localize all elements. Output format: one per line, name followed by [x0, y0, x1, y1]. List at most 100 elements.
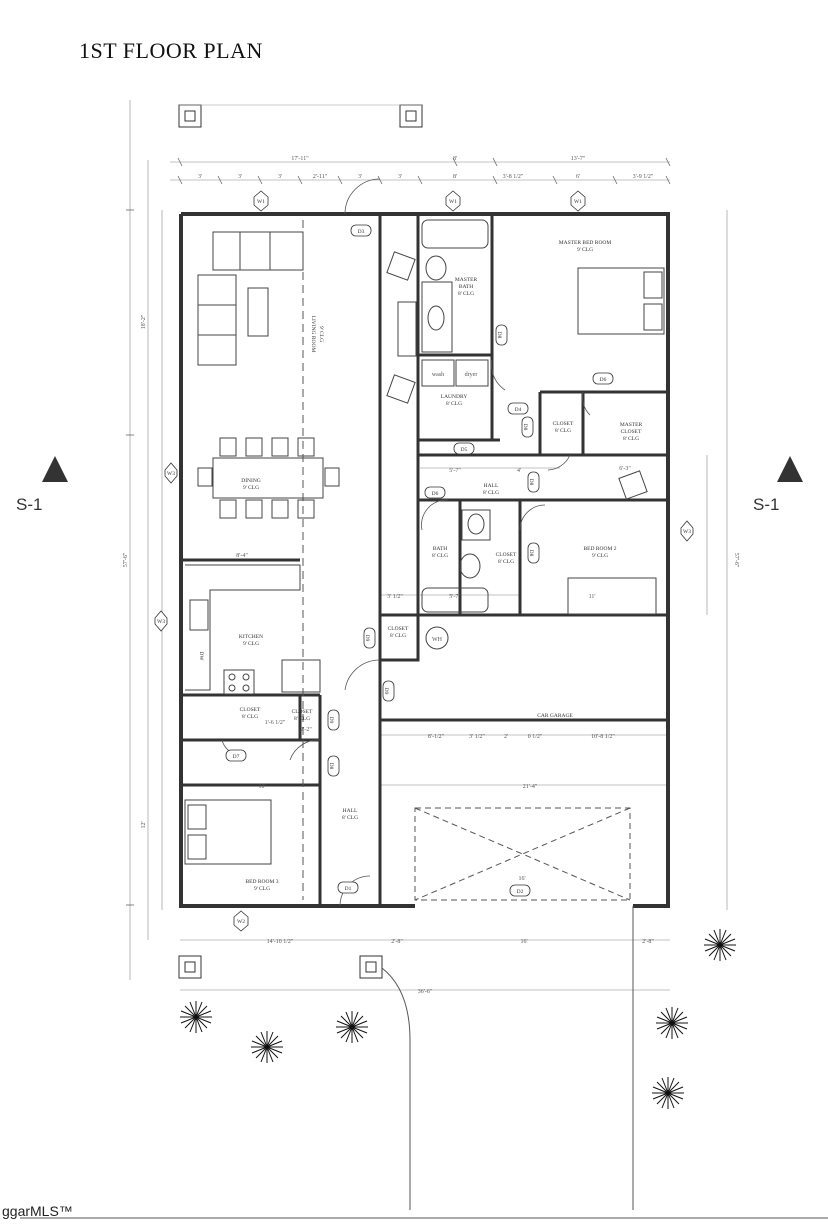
dim-hall-w-2: 4'	[517, 468, 521, 474]
tree-icons	[180, 929, 736, 1109]
dim-garage-2: 3' 1/2"	[469, 734, 485, 740]
tag-d8-d: D8	[528, 550, 534, 557]
exterior-walls	[179, 212, 670, 908]
section-arrow-left-icon	[42, 456, 68, 482]
dim-small-3: 2'-2"	[300, 727, 312, 733]
section-marker-left: S-1	[16, 495, 43, 514]
garage-label: CAR GARAGE	[537, 713, 573, 719]
bath-ceiling: 8' CLG	[432, 553, 448, 559]
tag-d9-c: D9	[328, 717, 334, 724]
dim-top-seg-2: 3'	[238, 174, 242, 180]
door-swings	[221, 178, 591, 907]
master-bath-label-2: BATH	[459, 284, 473, 290]
master-closet-label-2: CLOSET	[621, 429, 642, 435]
kitchen-counters	[185, 564, 321, 695]
dim-garage-4: 0 1/2"	[528, 734, 543, 740]
dimension-lines	[129, 100, 728, 991]
tag-d8-a: D8	[496, 332, 502, 339]
dim-bottom-1: 14'-10 1/2"	[267, 939, 294, 945]
hall-b-label: HALL	[343, 808, 358, 814]
dim-garage-5: 10'-8 1/2"	[591, 734, 615, 740]
master-bath-ceiling: 8' CLG	[458, 291, 474, 297]
dim-bottom-4: 2'-8"	[642, 939, 654, 945]
kitchen-label: KITCHEN	[239, 634, 263, 640]
closet-c-ceiling: 8' CLG	[390, 633, 406, 639]
tag-d1: D1	[345, 886, 352, 892]
section-marker-right: S-1	[753, 495, 780, 514]
dim-left-2: 57'-6"	[123, 552, 129, 567]
tag-w3-b: W3	[157, 619, 165, 625]
tag-w1-a: W1	[257, 199, 265, 205]
dim-top-seg-9: 6'	[576, 174, 580, 180]
dim-bed2-w: 11'	[589, 594, 596, 600]
tag-w3-c: W3	[683, 529, 691, 535]
dim-bottom-total: 36'-6"	[418, 989, 433, 995]
dim-small-2: 1'-6 1/2"	[265, 720, 286, 726]
driveway	[20, 906, 828, 1219]
tag-w3-a: W3	[167, 471, 175, 477]
bed-room-3-bed	[184, 799, 272, 865]
section-arrow-right-icon	[777, 456, 803, 482]
laundry-ceiling: 8' CLG	[446, 401, 462, 407]
hall-a-ceiling: 8' CLG	[483, 490, 499, 496]
dryer-label: dryer	[465, 372, 478, 378]
closet-c-label: CLOSET	[388, 626, 409, 632]
porch-posts	[178, 104, 423, 979]
dim-bed3-w: 10'	[258, 784, 265, 790]
living-room-ceiling: 9' CLG	[318, 326, 324, 342]
dim-right-1: 57'-6"	[733, 553, 739, 568]
closet-b-ceiling: 8' CLG	[498, 559, 514, 565]
master-bed-ceiling: 9' CLG	[577, 247, 593, 253]
tag-d3: D3	[358, 229, 365, 235]
closet-a-label: CLOSET	[553, 421, 574, 427]
dim-bottom-3: 16'	[520, 939, 527, 945]
master-bed	[386, 251, 665, 404]
hall-a-label: HALL	[484, 483, 499, 489]
closet-d-label: CLOSET	[240, 707, 261, 713]
dim-hall-w-3: 6'-3"	[619, 466, 631, 472]
dim-garage-1: 8'-1/2"	[428, 734, 445, 740]
interior-walls	[181, 214, 668, 906]
laundry-label: LAUNDRY	[441, 394, 468, 400]
water-heater-label: WH	[432, 637, 443, 643]
bed-room-3-label: BED ROOM 3	[245, 879, 278, 885]
dim-garage-3: 2'	[504, 734, 508, 740]
tag-d8-c: D8	[528, 479, 534, 486]
dimension-ticks	[126, 157, 671, 906]
garage-door	[414, 807, 631, 901]
closet-e-ceiling: 8' CLG	[294, 716, 310, 722]
bed-room-3-ceiling: 9' CLG	[254, 886, 270, 892]
dim-garage-door: 16'	[518, 876, 525, 882]
washer-label: wash	[432, 372, 444, 378]
dim-garage-total: 21'-4"	[523, 784, 538, 790]
dim-small-1: 3' 1/2"	[387, 594, 403, 600]
dim-top-seg-1: 3'	[198, 174, 202, 180]
bath-label: BATH	[433, 546, 447, 552]
closet-a-ceiling: 8' CLG	[555, 428, 571, 434]
dishwasher-label: DW	[198, 651, 204, 661]
master-bath-label: MASTER	[455, 277, 478, 283]
closet-d-ceiling: 8' CLG	[242, 714, 258, 720]
dim-top-seg-8: 3'-8 1/2"	[503, 174, 524, 180]
dim-top-seg-10: 3'-9 1/2"	[633, 174, 654, 180]
tag-d6-a: D6	[600, 377, 607, 383]
dim-top-seg-3: 3'	[278, 174, 282, 180]
dim-top-seg-7: 8'	[453, 174, 457, 180]
kitchen-ceiling: 9' CLG	[243, 641, 259, 647]
tag-d4: D4	[515, 407, 522, 413]
master-bed-label: MASTER BED ROOM	[559, 240, 612, 246]
tag-d8-b: D8	[522, 424, 528, 431]
plan-title: 1ST FLOOR PLAN	[79, 38, 263, 63]
dim-top-seg-6: 3'	[398, 174, 402, 180]
dim-kitchen-w: 8'-4"	[236, 553, 248, 559]
tag-d2: D2	[517, 889, 524, 895]
living-room-label: LIVING ROOM	[310, 316, 316, 353]
dim-top-total-3: 13'-7"	[571, 156, 586, 162]
dim-left-1: 18'-2"	[141, 314, 147, 329]
tag-w1-b: W1	[449, 199, 457, 205]
bed-room-2-bed	[567, 470, 657, 615]
tag-d9-a: D9	[364, 635, 370, 642]
master-closet-label: MASTER	[620, 422, 643, 428]
dim-bath-w: 5'-7"	[449, 594, 461, 600]
